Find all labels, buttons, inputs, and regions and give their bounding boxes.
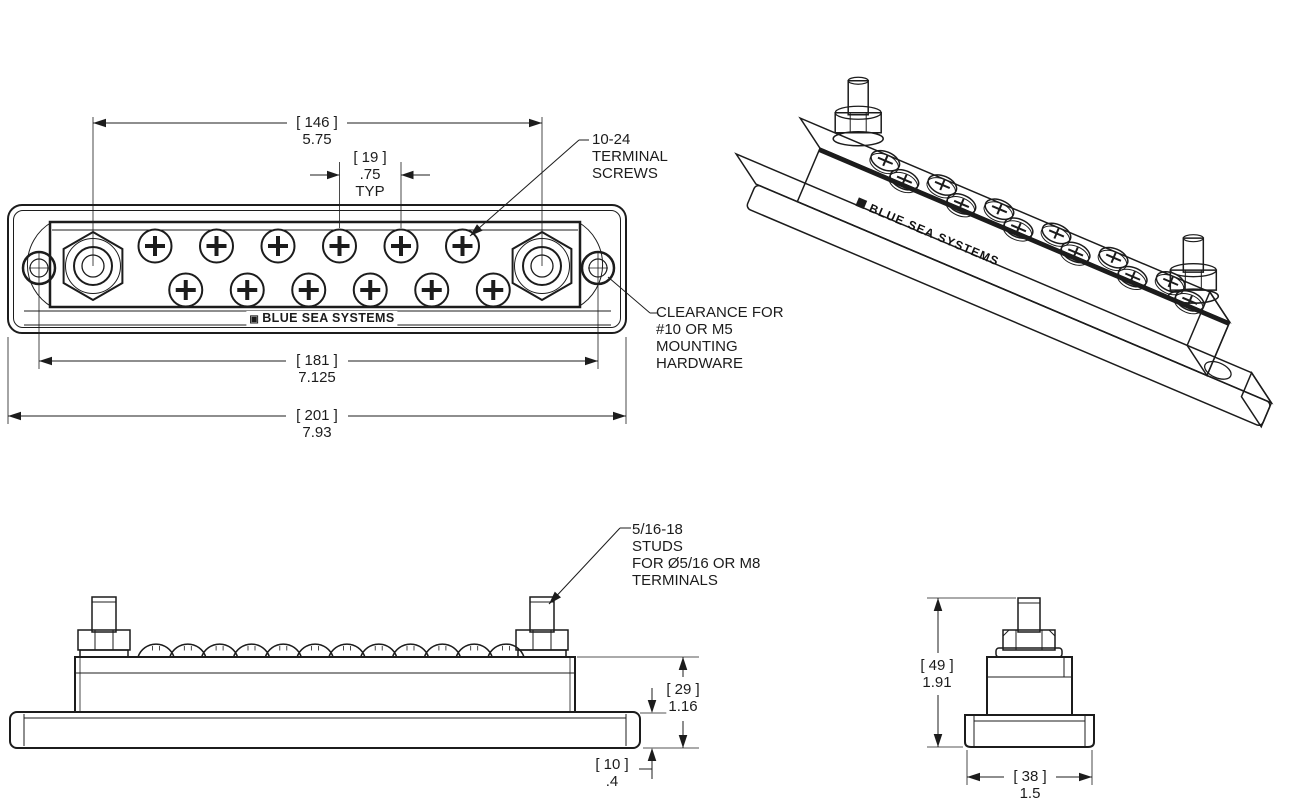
brand-text-iso: BLUE SEA SYSTEMS [867,201,1001,269]
base-mount-hole-iso [1202,358,1234,383]
callout-line: MOUNTING [656,338,738,355]
dim-in: 1.5 [1017,785,1043,800]
dim-overall-height-label: [ 49 ] 1.91 [918,657,956,691]
dim-base-height-label: [ 10 ] .4 [593,756,631,790]
callout-line: 5/16-18 [632,521,683,538]
dim-mm: [ 29 ] [664,681,702,698]
dim-mm: [ 181 ] [294,352,340,369]
dimension-overall-length [8,337,626,424]
terminal-screws-top-row [139,230,480,263]
brand-logo-mark-iso [855,197,868,210]
dimension-mount-hole-spacing [39,356,598,366]
callout-mounting-clearance: CLEARANCE FOR #10 OR M5 MOUNTING HARDWAR… [656,304,784,372]
isometric-view: BLUE SEA SYSTEMS [718,36,1289,427]
callout-line: TERMINALS [632,572,718,589]
dim-in: 1.16 [666,698,700,715]
dimension-base-height [639,688,669,779]
terminal-screws-bottom-row [169,274,510,307]
dim-mount-hole-spacing-label: [ 181 ] 7.125 [294,352,340,386]
dim-in: 5.75 [300,131,334,148]
dim-mm: [ 49 ] [918,657,956,674]
callout-line: STUDS [632,538,683,555]
dimension-overall-height [927,598,1016,747]
cover-edge-band [818,148,1230,326]
dim-in: .4 [603,773,621,790]
brand-text: BLUE SEA SYSTEMS [262,311,395,325]
screw-head-scallops [138,644,524,657]
dim-mm: [ 146 ] [294,114,340,131]
callout-line: SCREWS [592,165,658,182]
stud-end-view [996,598,1062,657]
dimension-screw-pitch [310,162,430,228]
stud-front-left [64,117,123,300]
dimension-base-depth [967,750,1092,785]
callout-line: TERMINAL [592,148,668,165]
mounting-hole-left [23,252,55,369]
mounting-hole-right [582,252,614,369]
dim-in: 7.93 [300,424,334,441]
callout-line: 10-24 [592,131,631,148]
leader-studs [549,528,631,604]
stud-iso-right [1168,235,1218,304]
side-view [10,528,699,779]
end-view [927,598,1094,785]
callout-line: #10 OR M5 [656,321,733,338]
front-view [8,117,657,424]
brand-logo-mark: ▣ [249,314,260,325]
brand-label-front: ▣BLUE SEA SYSTEMS [246,311,398,327]
dim-in: 1.91 [920,674,954,691]
dim-body-height-label: [ 29 ] 1.16 [664,681,702,715]
dim-in: .75 [357,166,383,183]
stud-side-left [78,597,130,657]
dim-overall-length-label: [ 201 ] 7.93 [294,407,340,441]
dim-mm: [ 10 ] [593,756,631,773]
dim-base-depth-label: [ 38 ] 1.5 [1011,768,1049,800]
callout-line: CLEARANCE FOR [656,304,784,321]
leader-mounting-clearance [608,277,657,313]
callout-terminal-screws: 10-24 TERMINAL SCREWS [592,131,668,182]
dim-stud-spacing-label: [ 146 ] 5.75 [294,114,340,148]
dim-mm: [ 19 ] [351,149,389,166]
stud-side-right [516,597,568,657]
dim-mm: [ 201 ] [294,407,340,424]
callout-studs: 5/16-18 STUDS FOR Ø5/16 OR M8 TERMINALS [632,521,760,589]
dimension-stud-spacing [93,118,542,128]
leader-terminal-screws [470,140,589,236]
dim-note: TYP [353,183,387,200]
callout-line: FOR Ø5/16 OR M8 [632,555,761,572]
dim-in: 7.125 [296,369,338,386]
dim-mm: [ 38 ] [1011,768,1049,785]
dim-screw-pitch-label: [ 19 ] .75 TYP [351,149,389,200]
dimension-body-height [577,657,699,748]
stud-iso-left [833,77,883,146]
callout-line: HARDWARE [656,355,743,372]
stud-front-right [513,117,572,300]
